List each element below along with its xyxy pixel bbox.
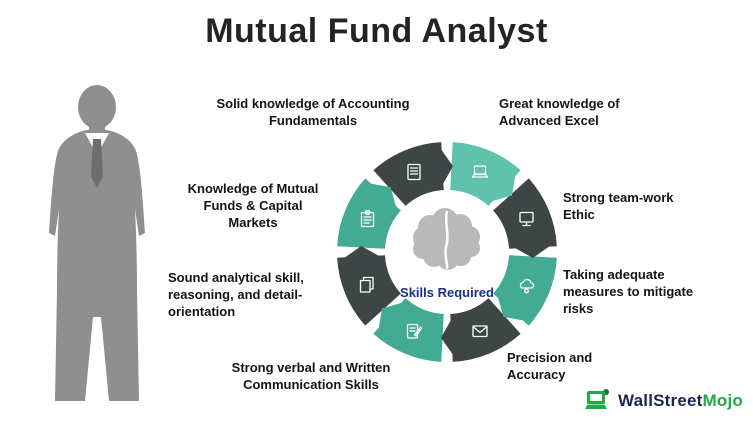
segment-teamwork-ethic [493,178,557,249]
skill-label-communication-skills: Strong verbal and Written Communication … [231,360,391,392]
cloud-gear-icon [519,278,535,294]
laptop-icon [471,165,489,178]
skills-ring-diagram: Skills Required [337,142,557,362]
tie [91,139,103,188]
skill-label-teamwork-ethic: Strong team-work Ethic [563,190,674,222]
arrow-chevron [513,244,552,258]
document-icon [407,163,421,181]
logo-text-wallstreet: WallStreet [618,391,703,410]
skill-label-accounting-fundamentals: Solid knowledge of Accounting Fundamenta… [216,96,410,128]
skill-label-advanced-excel: Great knowledge of Advanced Excel [499,96,620,128]
skill-label-mitigate-risks: Taking adequate measures to mitigate ris… [563,267,694,316]
wallstreetmojo-icon [585,389,610,409]
arrow-chevron [342,246,381,260]
segment-communication-skills [373,298,444,362]
segment-precision-accuracy [450,298,521,362]
brain-icon [413,208,480,270]
logo-text: WallStreetMojo [618,391,743,411]
skill-label-analytical-skill: Sound analytical skill, reasoning, and d… [168,270,304,319]
center-label: Skills Required [400,285,494,300]
skill-label-mutual-funds-capital-markets: Knowledge of Mutual Funds & Capital Mark… [187,181,319,230]
skill-label-precision-accuracy: Precision and Accuracy [507,350,593,382]
pen-document-icon [406,323,423,339]
arrow-chevron [441,318,455,357]
arrow-chevron [367,183,397,209]
monitor-icon [519,211,534,227]
papers-icon [359,276,374,293]
clipboard-icon [360,210,375,228]
envelope-icon [472,325,488,338]
logo-text-mojo: Mojo [702,391,743,410]
segment-analytical-skill [337,255,401,326]
brain-hemisphere-divider [444,210,449,270]
businessman-figure [49,85,145,401]
arrow-chevron [439,147,453,186]
page-title: Mutual Fund Analyst [205,12,548,50]
wallstreetmojo-logo: WallStreetMojo [583,388,743,414]
person-silhouette [49,85,145,401]
